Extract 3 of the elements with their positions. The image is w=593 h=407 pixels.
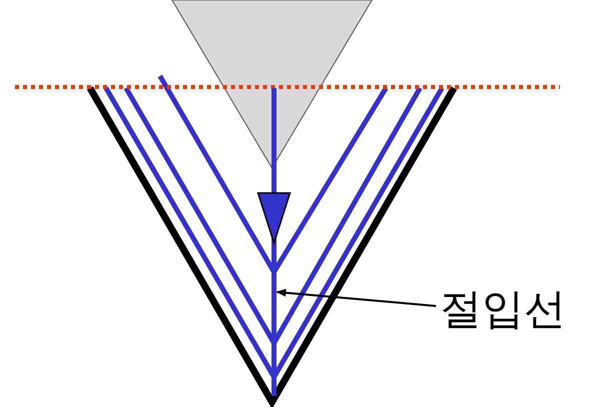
infeed-line [256, 88, 292, 396]
leader-line [276, 288, 436, 307]
callout-label: 절입선 [440, 288, 566, 330]
